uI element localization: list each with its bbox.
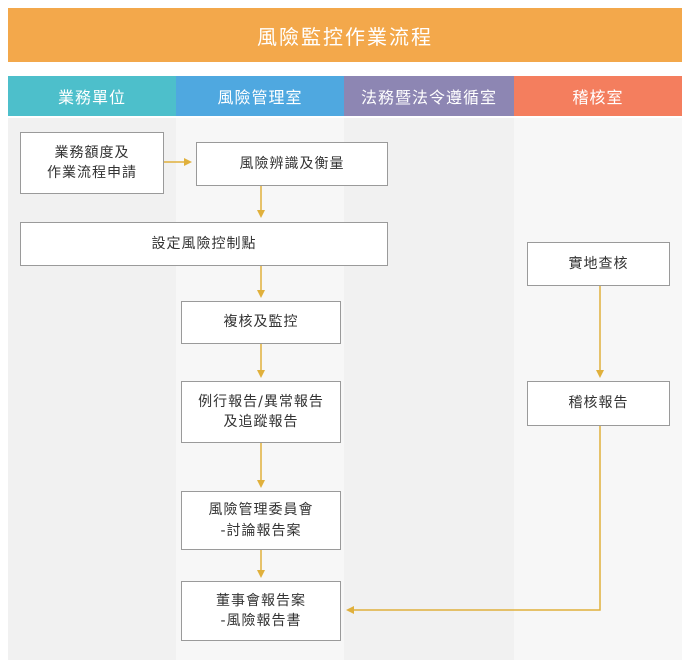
business-application-box: 業務額度及 作業流程申請 xyxy=(20,132,164,194)
risk-committee-box: 風險管理委員會 -討論報告案 xyxy=(181,491,341,550)
risk-identification-box: 風險辨識及衡量 xyxy=(196,142,388,186)
lane-header-risk-management: 風險管理室 xyxy=(176,76,344,116)
board-report-box: 董事會報告案 -風險報告書 xyxy=(181,581,341,641)
lane-header-legal-compliance: 法務暨法令遵循室 xyxy=(344,76,514,116)
page-title: 風險監控作業流程 xyxy=(8,8,682,62)
arrow-audit-report-to-board xyxy=(346,426,601,614)
lane-business xyxy=(8,118,176,660)
lane-header-audit: 稽核室 xyxy=(514,76,682,116)
reports-box: 例行報告/異常報告 及追蹤報告 xyxy=(181,381,341,443)
review-monitor-box: 複核及監控 xyxy=(181,301,341,344)
control-points-box: 設定風險控制點 xyxy=(20,222,388,266)
onsite-audit-box: 實地查核 xyxy=(527,242,670,286)
audit-report-box: 稽核報告 xyxy=(527,381,670,426)
lane-legal-compliance xyxy=(344,118,514,660)
lane-header-business: 業務單位 xyxy=(8,76,176,116)
